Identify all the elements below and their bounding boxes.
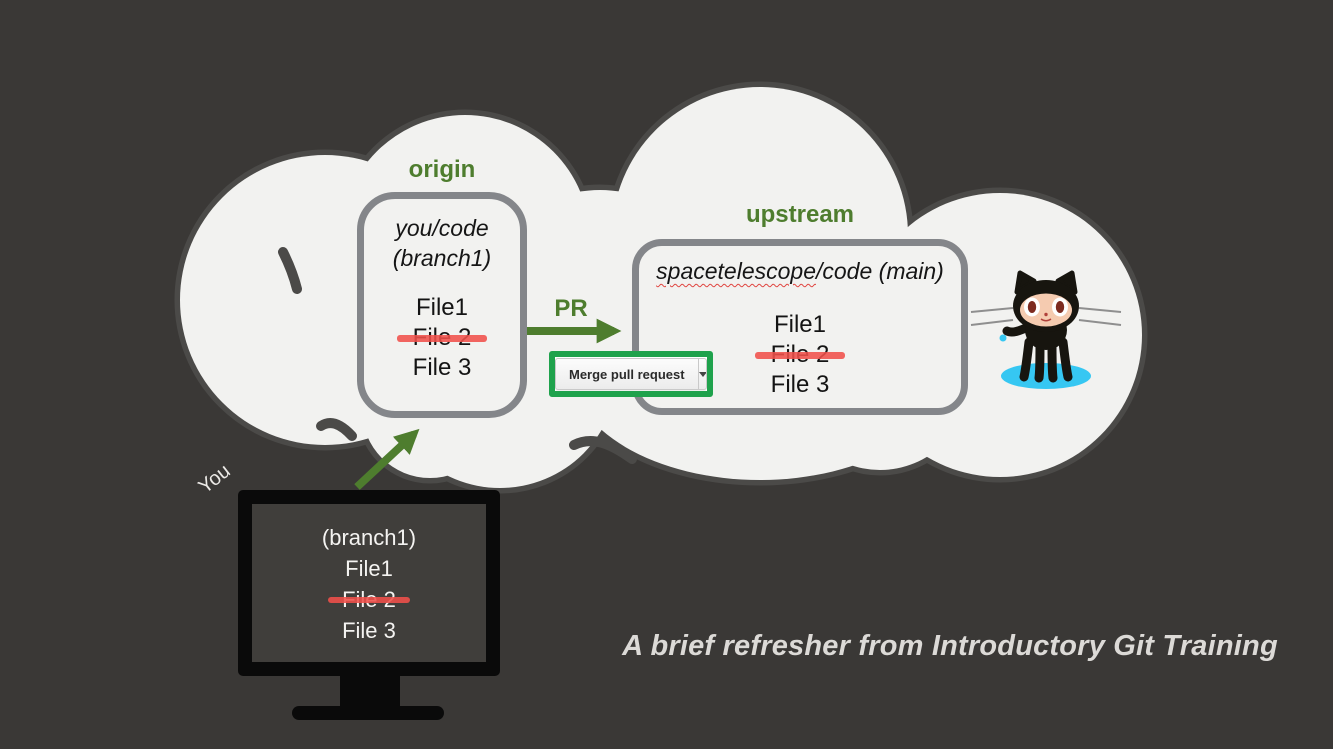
merge-options-dropdown[interactable] (697, 359, 706, 389)
octocat-eyes (1024, 297, 1068, 317)
octocat-nose (1044, 312, 1048, 317)
local-computer-monitor: (branch1) File1 File 2 File 3 (238, 490, 500, 676)
pr-label: PR (554, 295, 588, 322)
octocat-puddle (1001, 363, 1091, 389)
monitor-stand-base (292, 706, 444, 720)
branch-label: (branch1) (321, 525, 417, 550)
octocat-icon (970, 270, 1122, 389)
file-item-deleted: File 2 (396, 324, 487, 351)
monitor-screen: (branch1) File1 File 2 File 3 (252, 504, 486, 662)
merge-pull-request-button[interactable]: Merge pull request (569, 366, 685, 382)
file-item: File 3 (412, 354, 472, 381)
monitor-stand-neck (340, 676, 400, 710)
origin-repo-box: you/code (branch1) File1 File 2 File 3 (357, 192, 527, 418)
caret-down-icon (698, 371, 706, 377)
octocat-droplet (999, 334, 1007, 342)
upstream-label: upstream (745, 201, 855, 228)
cloud-curl-details (278, 247, 637, 464)
upstream-repo-title: spacetelescope/code (main) (656, 258, 944, 284)
origin-label: origin (408, 156, 476, 183)
origin-repo-title: you/code (branch1) (392, 215, 492, 271)
file-item: File1 (415, 294, 469, 321)
file-item: File1 (773, 311, 827, 338)
upstream-repo-box: spacetelescope/code (main) File1 File 2 … (632, 239, 968, 415)
file-item: File 3 (770, 371, 830, 398)
file-item: File 3 (342, 618, 396, 643)
merge-pull-request-button-group: Merge pull request (555, 358, 707, 390)
local-file-list: (branch1) File1 File 2 File 3 (252, 522, 486, 646)
origin-file-list: File1 File 2 File 3 (364, 293, 520, 383)
octocat-mouth (1040, 318, 1052, 322)
merge-button-highlight-frame: Merge pull request (549, 351, 713, 397)
file-item-deleted: File 2 (252, 584, 486, 615)
file-item: File1 (345, 556, 393, 581)
slide-caption: A brief refresher from Introductory Git … (622, 630, 1278, 662)
octocat-whiskers (970, 307, 1122, 326)
upstream-file-list: File1 File 2 File 3 (639, 310, 961, 400)
file-item-deleted: File 2 (754, 341, 845, 368)
